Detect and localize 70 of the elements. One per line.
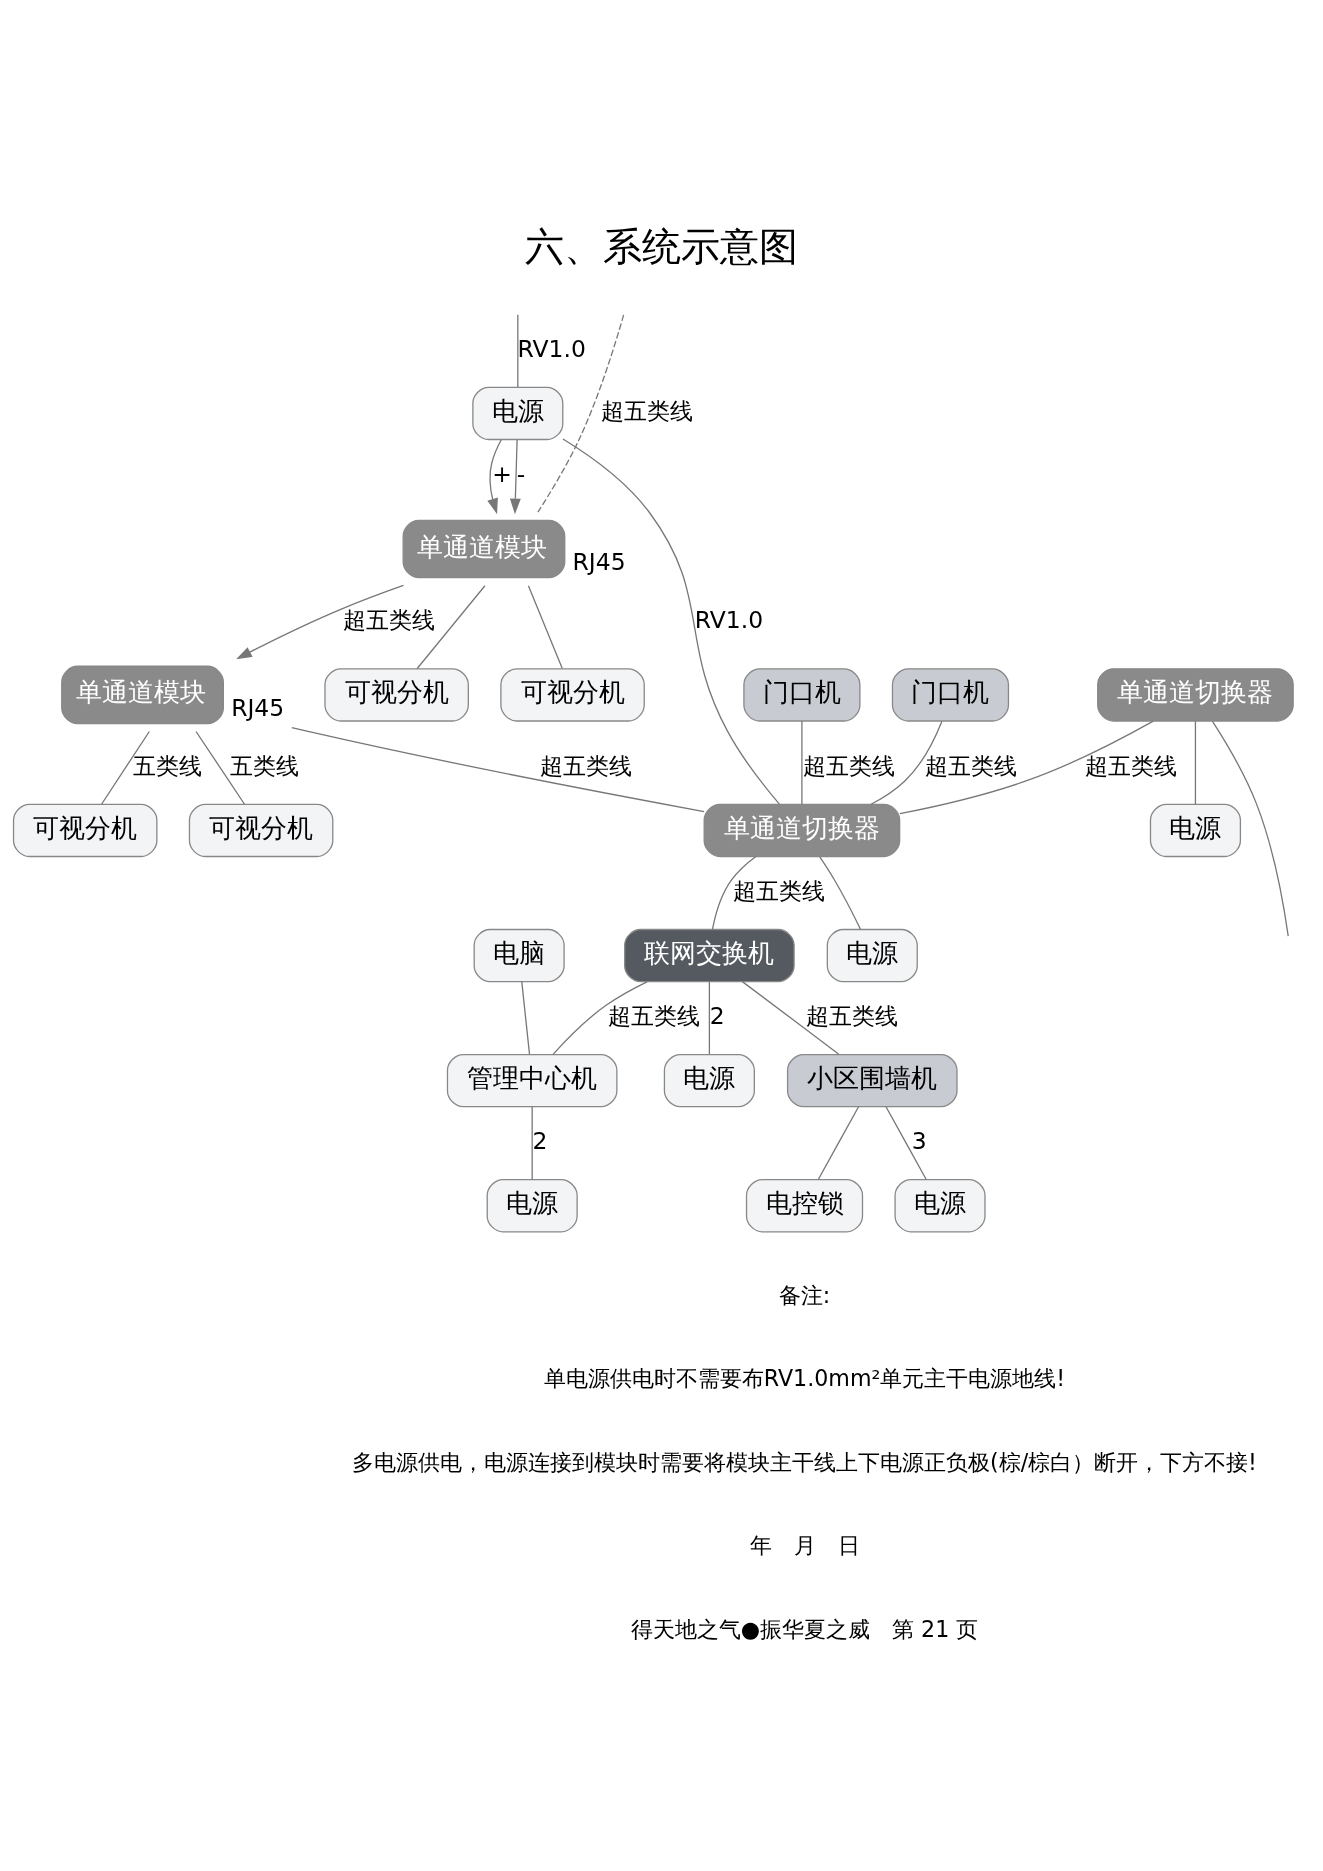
edge-label: 超五类线 xyxy=(733,876,826,905)
label: 多电源供电，电源连接到模块时需要将模块主干线上下电源正负极(棕/棕白）断开，下方不接! xyxy=(352,1448,1258,1475)
connector xyxy=(517,313,519,388)
connector xyxy=(708,980,711,1055)
label: 单电源供电时不需要布RV1.0mm²单元主干电源地线! xyxy=(543,1364,1066,1391)
connector xyxy=(562,437,781,805)
arrow xyxy=(487,438,502,514)
edge-label: 超五类线 xyxy=(1084,751,1177,780)
node-box: 电源 xyxy=(472,386,564,440)
edge-label: - xyxy=(516,459,526,488)
edge-label: 超五类线 xyxy=(608,1001,701,1030)
node-label: RJ45 xyxy=(231,693,285,722)
connector xyxy=(885,1105,927,1180)
connector xyxy=(1211,720,1289,937)
connector xyxy=(801,720,803,805)
edge-label: 超五类线 xyxy=(803,751,896,780)
node-box: 电源 xyxy=(826,928,918,982)
connector xyxy=(416,584,486,669)
connector xyxy=(741,980,840,1055)
label: 备注: xyxy=(778,1281,831,1308)
node-box: 联网交换机 xyxy=(624,928,795,982)
connector xyxy=(527,584,563,669)
edge-label: 2 xyxy=(532,1126,548,1155)
edge-label: 超五类线 xyxy=(601,396,694,425)
connector xyxy=(1194,720,1197,805)
node-box: 小区围墙机 xyxy=(786,1053,958,1107)
edge-label: 超五类线 xyxy=(540,751,633,780)
node-box: 单通道切换器 xyxy=(1097,667,1294,722)
node-box: 门口机 xyxy=(743,667,861,722)
connector xyxy=(100,730,150,805)
node-box: 可视分机 xyxy=(188,803,334,857)
connector xyxy=(819,855,862,930)
connector xyxy=(870,720,943,805)
node-box: 单通道切换器 xyxy=(703,803,901,857)
node-box: 电源 xyxy=(1149,803,1242,857)
node-box: 门口机 xyxy=(891,667,1010,722)
connector xyxy=(195,730,246,805)
node-box: 电源 xyxy=(894,1178,986,1232)
connector xyxy=(531,1105,533,1180)
arrow xyxy=(236,584,405,659)
label: 得天地之气●振华夏之威 第 21 页 xyxy=(630,1615,979,1642)
node-box: 管理中心机 xyxy=(446,1053,618,1107)
edge-label: 2 xyxy=(709,1001,725,1030)
edge-label: 3 xyxy=(911,1126,927,1155)
connector xyxy=(521,980,531,1055)
arrow xyxy=(509,438,521,514)
edge-label: 五类线 xyxy=(133,751,203,780)
connector xyxy=(552,980,648,1055)
edge-label: 五类线 xyxy=(229,751,299,780)
node-box: 可视分机 xyxy=(12,803,158,857)
connector xyxy=(291,726,705,812)
edge-label: RV1.0 xyxy=(694,605,764,634)
node-box: 电源 xyxy=(663,1053,755,1107)
edge-label: RV1.0 xyxy=(517,334,586,363)
edge-label: 超五类线 xyxy=(806,1001,899,1030)
node-box: 电源 xyxy=(486,1178,578,1232)
node-box: 电控锁 xyxy=(745,1178,864,1232)
connector xyxy=(537,313,625,513)
edge-label: 超五类线 xyxy=(924,751,1017,780)
diagram-title: 六、系统示意图 xyxy=(525,223,798,269)
edge-label: + xyxy=(492,459,513,488)
connector xyxy=(711,855,757,930)
node-box: 可视分机 xyxy=(324,667,469,722)
connector xyxy=(817,1105,860,1180)
label: 年 月 日 xyxy=(749,1531,860,1558)
node-label: RJ45 xyxy=(572,547,626,576)
node-box: 电脑 xyxy=(473,928,565,982)
edge-label: 超五类线 xyxy=(343,605,436,634)
node-box: 可视分机 xyxy=(500,667,645,722)
connector xyxy=(899,719,1154,814)
